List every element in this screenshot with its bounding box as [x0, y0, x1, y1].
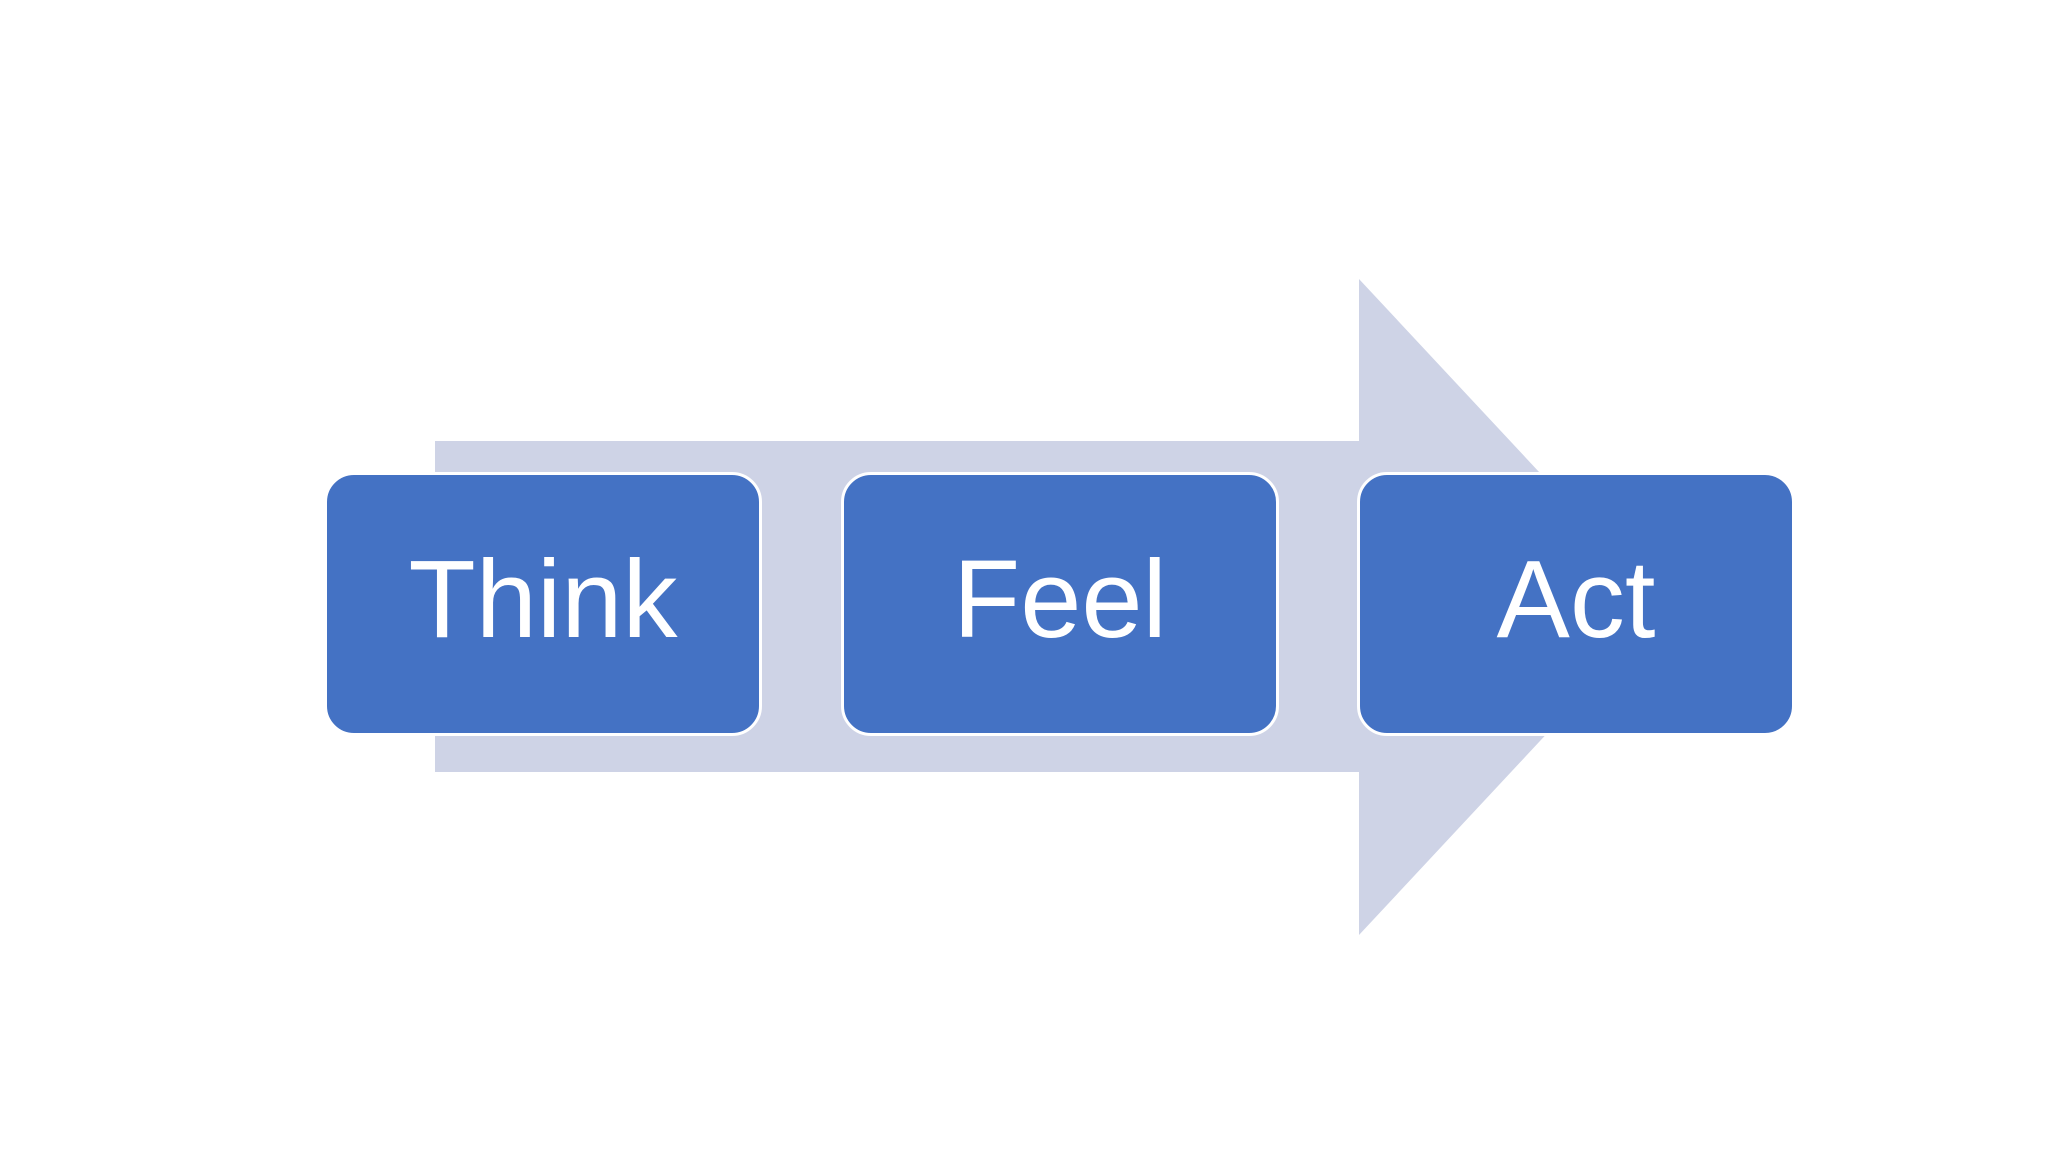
process-step-think: Think: [324, 472, 762, 736]
process-step-label-act: Act: [1496, 538, 1656, 661]
process-step-label-feel: Feel: [953, 538, 1167, 661]
process-step-feel: Feel: [841, 472, 1279, 736]
process-step-act: Act: [1357, 472, 1795, 736]
process-step-label-think: Think: [408, 538, 678, 661]
